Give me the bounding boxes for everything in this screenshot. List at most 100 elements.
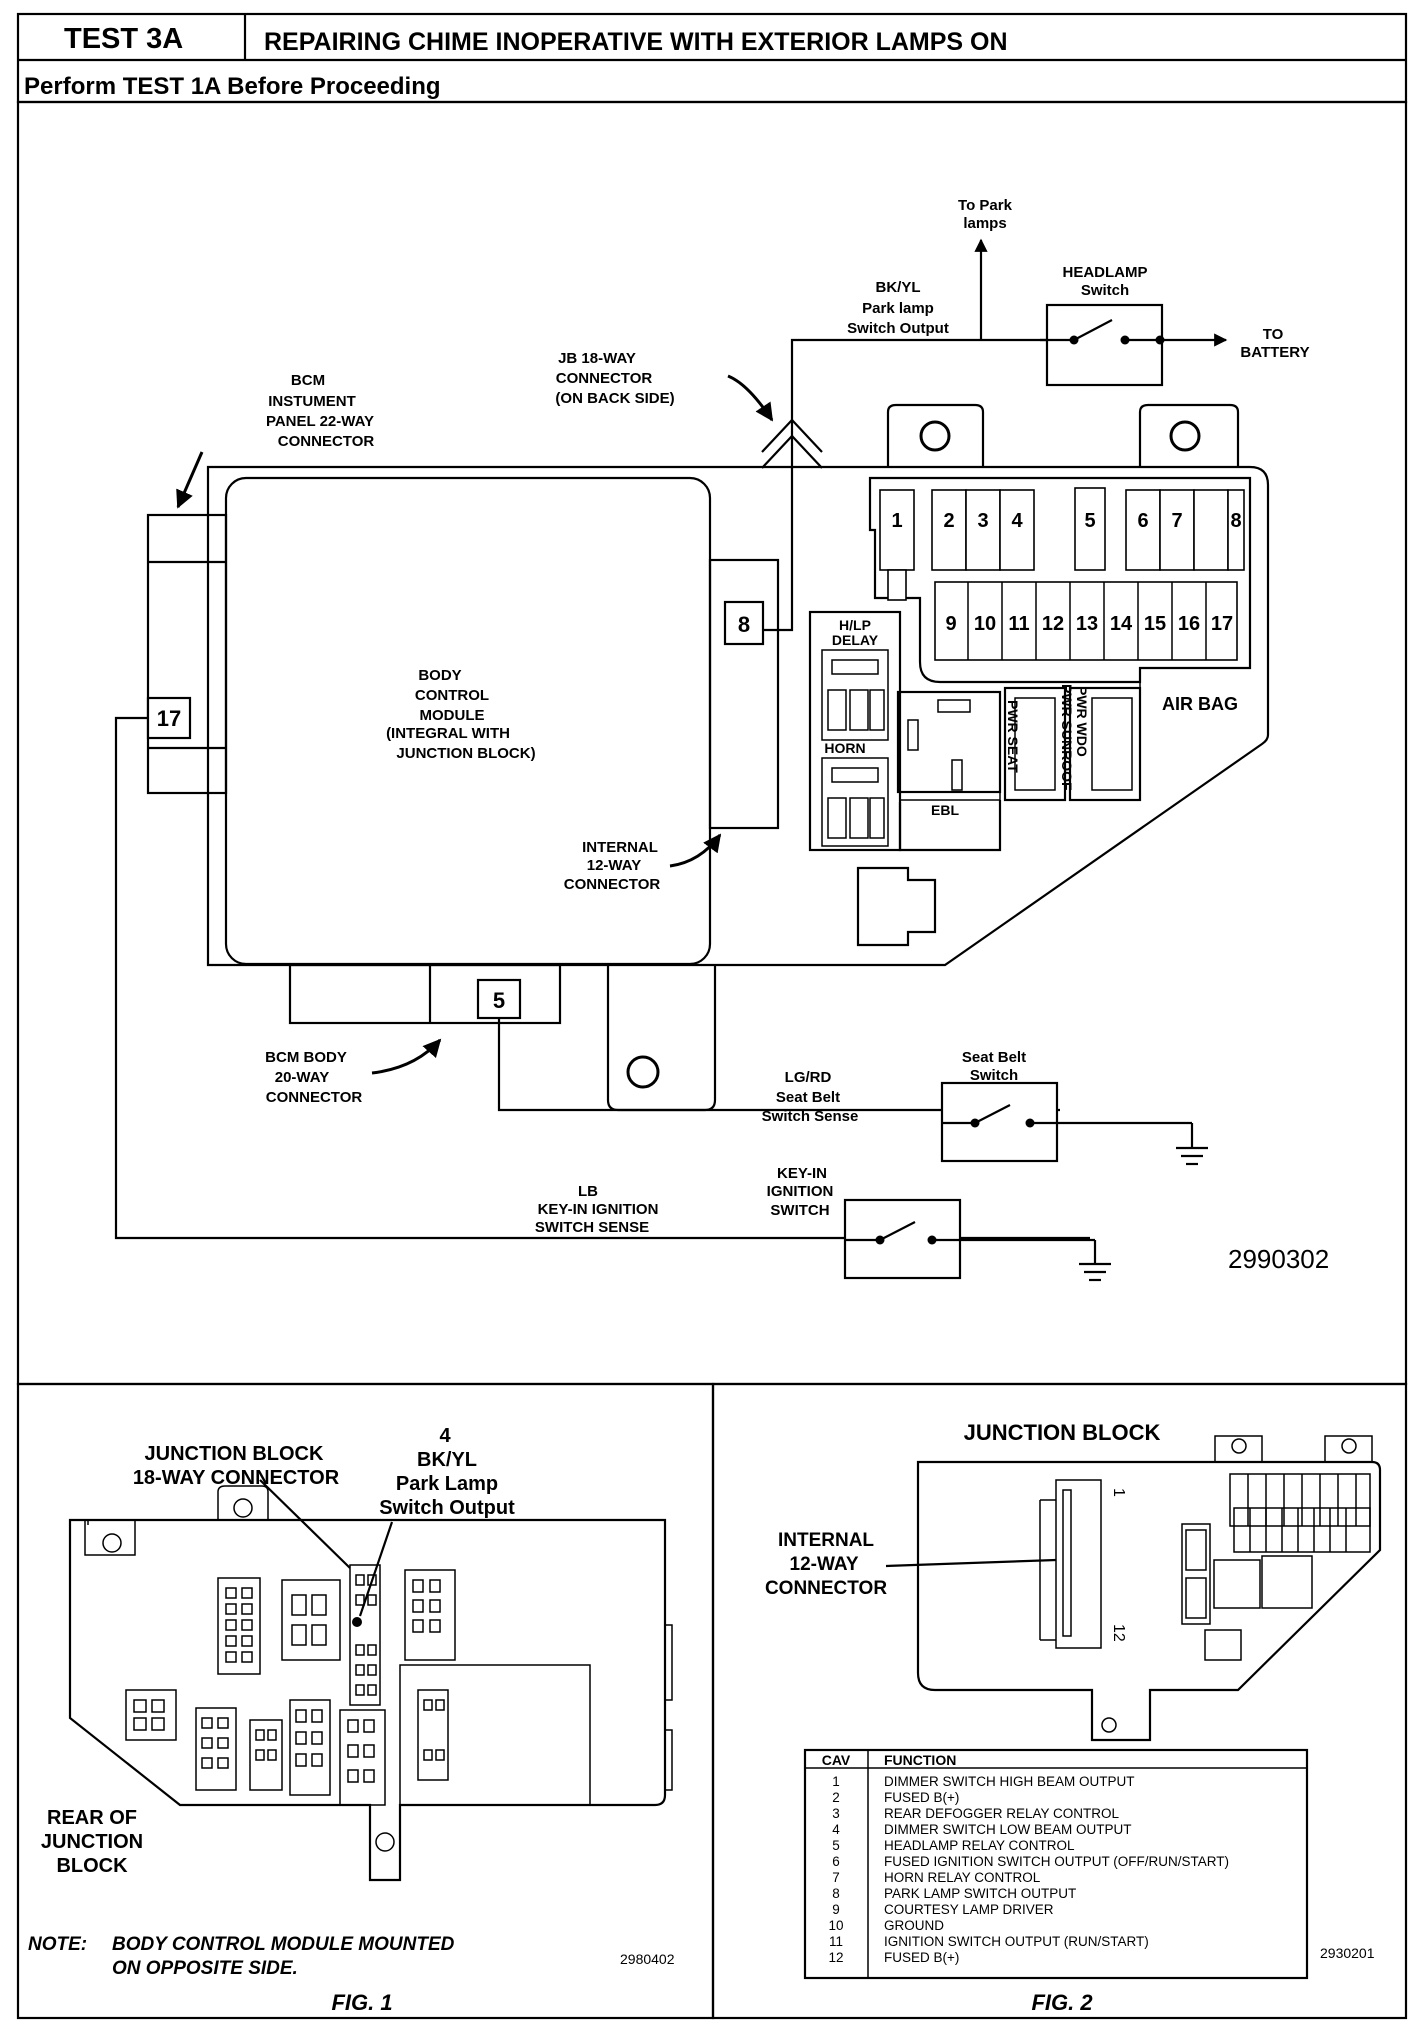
headlamp-switch-label-1: HEADLAMP bbox=[1063, 264, 1148, 281]
fig2-title: JUNCTION BLOCK bbox=[964, 1420, 1161, 1445]
table-row-1-cav: 1 bbox=[832, 1774, 840, 1789]
pin-8 bbox=[723, 600, 765, 646]
fig2-figure-number: 2930201 bbox=[1320, 1945, 1375, 1961]
table-row-12-function: FUSED B(+) bbox=[884, 1950, 959, 1965]
fuse-17-label: 17 bbox=[1211, 613, 1233, 635]
bcm-label-3: MODULE bbox=[420, 707, 485, 724]
table-row-11-function: IGNITION SWITCH OUTPUT (RUN/START) bbox=[884, 1934, 1149, 1949]
headlamp-switch-label-2: Switch bbox=[1081, 282, 1129, 299]
air-bag-label: AIR BAG bbox=[1162, 694, 1238, 714]
hlp-delay-label-2: DELAY bbox=[832, 632, 879, 648]
fig2-frame bbox=[711, 1382, 1408, 2020]
key-in-wire-label-1: LB bbox=[578, 1183, 598, 1200]
bcm-label-4: (INTEGRAL WITH bbox=[386, 725, 510, 742]
test-id: TEST 3A bbox=[64, 23, 183, 55]
relay-area: H/LP DELAY HORN EBL PW bbox=[808, 610, 1238, 947]
fuse-10-label: 10 bbox=[974, 613, 996, 635]
fig1-rear-label-2: JUNCTION bbox=[41, 1831, 143, 1853]
fuse-14-label: 14 bbox=[1110, 613, 1133, 635]
table-row-6-cav: 6 bbox=[832, 1854, 840, 1869]
main-diagram: 17 8 5 bbox=[114, 197, 1329, 1282]
mounting-tab-far-right bbox=[1138, 403, 1240, 467]
park-lamp-wire bbox=[763, 338, 1040, 632]
fig1-pin-label-1: 4 bbox=[439, 1425, 451, 1447]
bcm-ip-connector-label-3: PANEL 22-WAY bbox=[266, 413, 374, 430]
fig1-note-line-2: ON OPPOSITE SIDE. bbox=[112, 1958, 298, 1979]
fuse-5-label: 5 bbox=[1084, 510, 1095, 532]
key-in-switch-label-3: SWITCH bbox=[770, 1202, 829, 1219]
park-lamp-wire-label-3: Switch Output bbox=[847, 320, 949, 337]
table-row-2-cav: 2 bbox=[832, 1790, 840, 1805]
fig2-pin-first: 1 bbox=[1110, 1488, 1127, 1497]
table-row-12-cav: 12 bbox=[828, 1950, 843, 1965]
fig1-rear-label-3: BLOCK bbox=[56, 1855, 128, 1877]
fig2-junction-block: JUNCTION BLOCK 1 12 bbox=[765, 1420, 1382, 2015]
key-in-ignition-switch bbox=[843, 1198, 1111, 1282]
jb-connector-label-2: CONNECTOR bbox=[556, 370, 653, 387]
fuse-9-label: 9 bbox=[945, 613, 956, 635]
fuse-13-label: 13 bbox=[1076, 613, 1098, 635]
bcm-ip-connector-label-2: INSTUMENT bbox=[268, 393, 356, 410]
header: TEST 3A REPAIRING CHIME INOPERATIVE WITH… bbox=[16, 12, 1408, 104]
fig1-jb-label-1: JUNCTION BLOCK bbox=[145, 1443, 324, 1465]
seat-belt-switch-label-2: Switch bbox=[970, 1067, 1018, 1084]
jb-connector-label-3: (ON BACK SIDE) bbox=[555, 390, 674, 407]
fig1-pin-label-3: Park Lamp bbox=[396, 1473, 498, 1495]
fig1-caption: FIG. 1 bbox=[331, 1990, 392, 2015]
jb-18-way-connector-symbol bbox=[761, 418, 823, 469]
fig2-internal-connector-leader bbox=[885, 1558, 1057, 1568]
pwr-wdo-label: PWR WDO bbox=[1074, 686, 1090, 757]
pwr-seat-label: PWR SEAT bbox=[1005, 700, 1021, 773]
small-connector bbox=[856, 866, 937, 947]
fuse-2-label: 2 bbox=[943, 510, 954, 532]
bcm-ip-connector-label-1: BCM bbox=[291, 372, 325, 389]
fig1-jb-label-2: 18-WAY CONNECTOR bbox=[133, 1467, 340, 1489]
mounting-tab-right-top bbox=[886, 403, 985, 467]
table-row-2-function: FUSED B(+) bbox=[884, 1790, 959, 1805]
fig1-rear-of-junction-block: JUNCTION BLOCK 18-WAY CONNECTOR 4 BK/YL … bbox=[28, 1425, 675, 2015]
pin-8-label: 8 bbox=[738, 612, 750, 637]
key-in-wire-label-3: SWITCH SENSE bbox=[535, 1219, 649, 1236]
internal-connector-label-3: CONNECTOR bbox=[564, 876, 661, 893]
seat-belt-wire-label-2: Seat Belt bbox=[776, 1089, 840, 1106]
bcm-body-20-way-connector: 5 bbox=[288, 963, 562, 1025]
fuse-8-label: 8 bbox=[1230, 510, 1241, 532]
fuse-3-label: 3 bbox=[977, 510, 988, 532]
table-row-5-function: HEADLAMP RELAY CONTROL bbox=[884, 1838, 1075, 1853]
pin-17-label: 17 bbox=[157, 706, 181, 731]
fuse-7-label: 7 bbox=[1171, 510, 1182, 532]
fuse-15-label: 15 bbox=[1144, 613, 1166, 635]
fig2-internal-label-3: CONNECTOR bbox=[765, 1578, 887, 1599]
fig1-note-prefix: NOTE: bbox=[28, 1934, 87, 1955]
table-row-6-function: FUSED IGNITION SWITCH OUTPUT (OFF/RUN/ST… bbox=[884, 1854, 1229, 1869]
to-battery-label-2: BATTERY bbox=[1240, 344, 1309, 361]
table-row-3-cav: 3 bbox=[832, 1806, 840, 1821]
pwr-seat-sunroof-relays bbox=[1003, 686, 1067, 802]
ebl-label: EBL bbox=[931, 802, 959, 818]
bcm-body-connector-label-2: 20-WAY bbox=[275, 1069, 329, 1086]
table-row-9-function: COURTESY LAMP DRIVER bbox=[884, 1902, 1054, 1917]
to-park-lamps-label-2: lamps bbox=[963, 215, 1006, 232]
pin-4-dot bbox=[352, 1617, 362, 1627]
page-subtitle: Perform TEST 1A Before Proceeding bbox=[24, 73, 441, 100]
wiring bbox=[114, 238, 1228, 1240]
junction-block-housing bbox=[206, 465, 1270, 967]
key-in-sense-wire bbox=[114, 716, 1090, 1240]
table-row-10-cav: 10 bbox=[828, 1918, 843, 1933]
fuse-12-label: 12 bbox=[1042, 613, 1064, 635]
fuse-panel: 1 2 3 4 5 6 7 8 9 10 11 12 13 14 15 16 1… bbox=[868, 476, 1252, 684]
table-row-3-function: REAR DEFOGGER RELAY CONTROL bbox=[884, 1806, 1120, 1821]
to-battery-label-1: TO bbox=[1263, 326, 1284, 343]
bcm-body-connector-arrow bbox=[371, 1038, 442, 1075]
internal-connector-label-2: 12-WAY bbox=[587, 857, 641, 874]
horn-label: HORN bbox=[824, 740, 865, 756]
hlp-delay-horn-relays bbox=[808, 610, 902, 852]
table-row-4-cav: 4 bbox=[832, 1822, 840, 1837]
jb-connector-label-1: JB 18-WAY bbox=[558, 350, 636, 367]
cav-function-table: CAV FUNCTION 1 DIMMER SWITCH HIGH BEAM O… bbox=[803, 1748, 1309, 1980]
page-title: REPAIRING CHIME INOPERATIVE WITH EXTERIO… bbox=[264, 28, 1008, 56]
key-in-switch-label-2: IGNITION bbox=[767, 1183, 834, 1200]
key-in-switch-label-1: KEY-IN bbox=[777, 1165, 827, 1182]
main-figure-number: 2990302 bbox=[1228, 1244, 1329, 1274]
